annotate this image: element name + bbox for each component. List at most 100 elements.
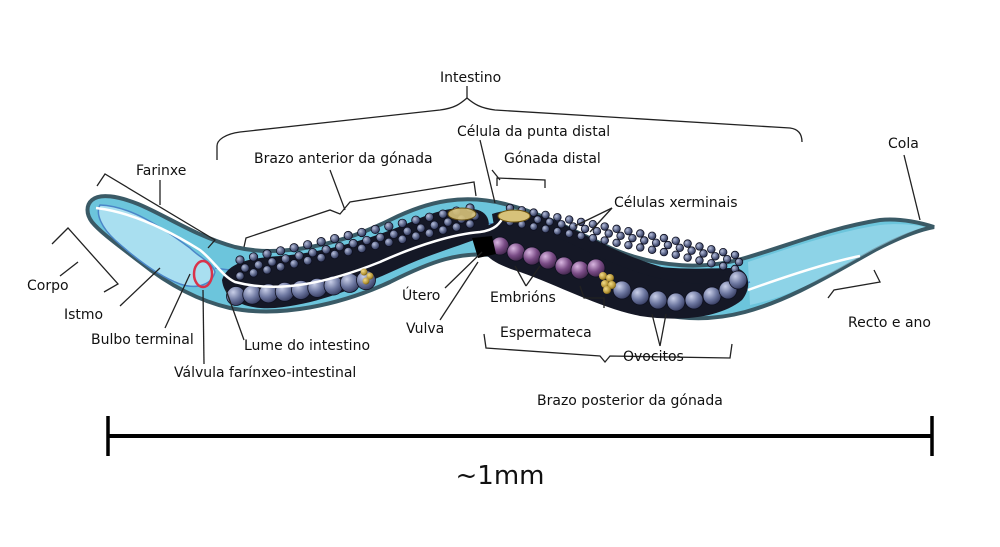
leader-brazo-anterior	[329, 169, 346, 211]
germ-cell	[262, 249, 272, 259]
germ-cell	[671, 236, 680, 245]
germ-cell	[659, 247, 669, 257]
germ-cell	[370, 224, 380, 235]
label-brazo-posterior: Brazo posterior da gónada	[537, 393, 723, 409]
label-intestino: Intestino	[440, 70, 501, 86]
oocyte-cell	[648, 290, 668, 310]
label-cola: Cola	[888, 136, 919, 152]
leader-vulva	[439, 261, 479, 321]
leader-celula-punta	[479, 139, 496, 204]
germ-cell	[343, 230, 353, 241]
germ-cell	[443, 217, 453, 227]
germ-cell	[541, 224, 550, 234]
leader-lume	[225, 289, 245, 341]
label-recto-ano: Recto e ano	[848, 315, 931, 331]
intestine-lumen	[95, 206, 507, 288]
label-brazo-anterior: Brazo anterior da gónada	[254, 151, 433, 167]
germ-cell	[343, 246, 353, 257]
germ-cell	[612, 224, 621, 234]
germ-cell	[533, 215, 542, 224]
leader-ovocitos-1	[651, 313, 661, 347]
label-farinxe: Farinxe	[136, 163, 186, 179]
germ-cell	[362, 235, 372, 246]
recto-bracket	[827, 269, 881, 299]
embryo-cell	[586, 258, 606, 278]
leader-corpo	[59, 261, 79, 277]
germ-cell	[711, 252, 720, 261]
germ-cell	[397, 234, 407, 244]
germ-cell	[651, 238, 661, 247]
germ-cell	[580, 224, 590, 234]
germ-cell	[357, 227, 367, 238]
germ-cell	[253, 260, 264, 270]
leader-xerminais-2	[589, 207, 613, 233]
leader-bulbo	[164, 273, 191, 329]
oocyte-cell	[612, 280, 632, 300]
germ-cell	[730, 250, 740, 260]
germ-cell	[308, 248, 318, 258]
germ-cell	[734, 257, 744, 267]
germ-cell	[294, 251, 304, 261]
oocyte-cell	[728, 270, 748, 290]
leader-istmo	[119, 267, 161, 307]
germ-cell	[565, 229, 574, 238]
label-istmo: Istmo	[64, 307, 103, 323]
germ-cell	[402, 226, 412, 236]
germ-cell	[600, 236, 609, 245]
leader-embrions-2	[525, 265, 541, 287]
germ-cell	[370, 240, 380, 251]
scale-bar-label: ~1mm	[456, 461, 545, 491]
embryo-cell	[538, 250, 558, 270]
leader-gonada-distal	[491, 169, 501, 181]
germ-cell	[438, 209, 448, 219]
leader-utero	[444, 251, 483, 289]
germ-cell	[640, 236, 649, 245]
germ-cell	[695, 256, 704, 265]
germ-cell	[569, 222, 578, 231]
label-ovocitos: Ovocitos	[623, 349, 684, 365]
oocyte-cell	[684, 290, 704, 310]
gonada-distal-bracket	[496, 177, 546, 188]
germ-cell	[628, 233, 637, 243]
germ-cell	[529, 222, 538, 231]
spermatheca-posterior	[599, 272, 616, 294]
germ-cell	[465, 219, 475, 229]
germ-cell	[722, 254, 732, 264]
embryo-cell	[506, 242, 526, 262]
germ-cell	[438, 225, 448, 235]
brazo-posterior-bracket	[483, 333, 733, 364]
germ-cell	[411, 231, 421, 241]
germ-cell	[416, 223, 426, 233]
germ-cell	[357, 243, 367, 254]
germ-cell	[335, 241, 345, 252]
distal-gonad	[492, 210, 738, 284]
germ-cell	[235, 255, 245, 265]
germ-cell	[451, 222, 462, 232]
germ-cell	[600, 222, 609, 231]
germ-cell	[262, 265, 272, 275]
farinxe-bracket	[96, 173, 217, 249]
germ-cell	[316, 237, 326, 247]
germ-cell	[683, 253, 692, 262]
germ-cell	[624, 226, 633, 236]
label-embrions: Embrións	[490, 290, 556, 306]
germ-cell	[424, 212, 435, 222]
germ-cell	[687, 246, 696, 255]
label-gonada-distal: Gónada distal	[504, 151, 601, 167]
germ-cell	[683, 239, 692, 248]
germ-cell	[604, 229, 613, 238]
label-utero: Útero	[402, 286, 440, 304]
embryo-cell	[570, 260, 590, 280]
tail-region	[748, 224, 925, 305]
germ-cell	[303, 256, 313, 266]
germ-cell	[240, 263, 250, 273]
germ-cell	[636, 243, 645, 252]
espermateca-bracket	[579, 285, 605, 308]
germ-cell	[330, 249, 340, 260]
germ-cell	[280, 254, 291, 264]
intestine-lumen-posterior	[747, 254, 861, 292]
germ-cell	[316, 253, 326, 263]
leader-lines	[59, 86, 921, 365]
oocyte-cell	[702, 286, 722, 306]
